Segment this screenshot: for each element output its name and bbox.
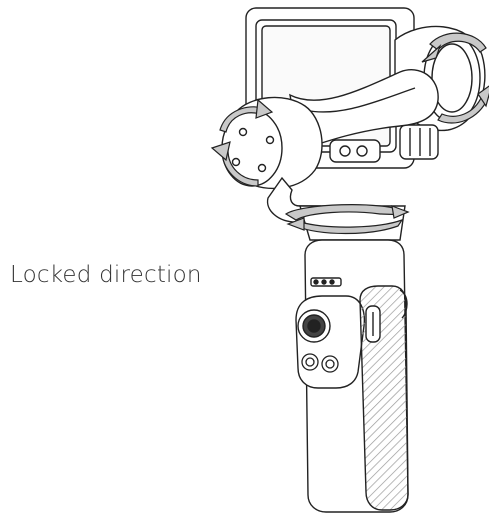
roll-motor (221, 96, 323, 190)
mode-button-icon (301, 353, 339, 373)
rotation-arrow-icon (210, 98, 274, 187)
caption-locked-direction: Locked direction (10, 262, 202, 288)
joystick-icon (297, 309, 331, 343)
gimbal-arm (289, 69, 439, 163)
control-panel (295, 295, 366, 389)
side-grip (359, 285, 409, 511)
rotation-arrow-icon (421, 32, 489, 124)
rotation-arrow-icon (284, 204, 410, 235)
